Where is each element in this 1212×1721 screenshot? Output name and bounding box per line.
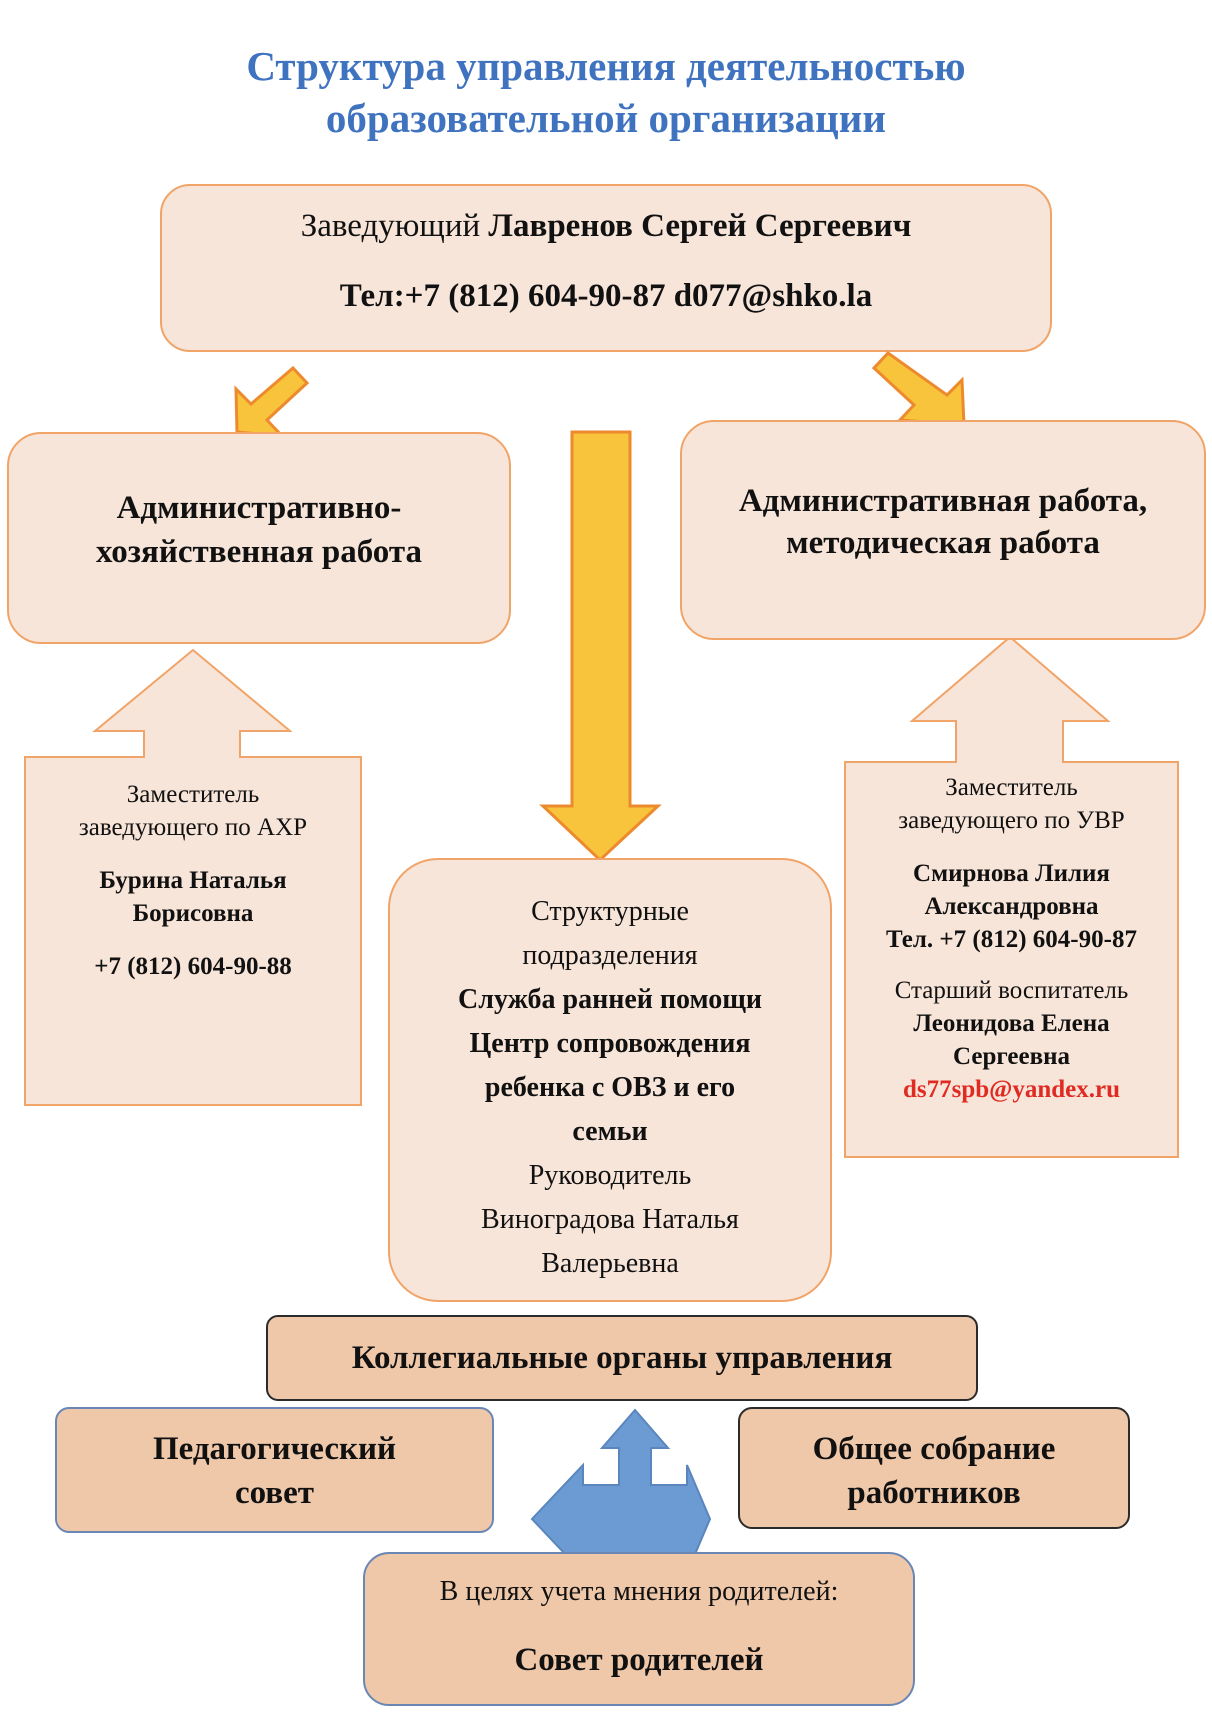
title-line-1: Структура управления деятельностью [246, 43, 966, 89]
senior-educator-email: ds77spb@yandex.ru [902, 1076, 1121, 1103]
structural-bold-2: Центр сопровождения [469, 1028, 751, 1059]
admin-household-line-1: Административно- [116, 490, 402, 526]
deputy-uvr-name-2: Александровна [924, 893, 1099, 920]
structural-bold-1: Служба ранней помощи [458, 984, 762, 1015]
arrow-down-icon [539, 430, 662, 863]
ped-council-line-1: Педагогический [152, 1431, 397, 1467]
deputy-ahr-name-1: Бурина Наталья [99, 867, 287, 894]
head-box: Заведующий Лавренов Сергей Сергеевич Тел… [160, 184, 1052, 352]
head-name: Лавренов Сергей Сергеевич [488, 208, 912, 244]
senior-educator-name-1: Леонидова Елена [913, 1010, 1110, 1037]
deputy-ahr-name-2: Борисовна [132, 900, 254, 927]
deputy-uvr-role-1: Заместитель [945, 774, 1078, 801]
head-role: Заведующий [300, 208, 481, 244]
general-meeting-line-1: Общее собрание [812, 1431, 1056, 1467]
admin-method-box: Административная работа, методическая ра… [680, 420, 1206, 640]
deputy-uvr-text: Заместитель заведующего по УВР Смирнова … [845, 771, 1178, 1106]
arrow-down-right-icon [871, 351, 966, 427]
deputy-ahr-role-2: заведующего по АХР [78, 814, 308, 841]
deputy-ahr-phone: +7 (812) 604-90-88 [94, 953, 292, 980]
parents-council-label: Совет родителей [514, 1642, 764, 1678]
structural-line-1: Структурные [531, 896, 689, 927]
senior-educator-name-2: Сергеевна [953, 1043, 1070, 1070]
ped-council-line-2: совет [234, 1475, 314, 1511]
structural-bold-3: ребенка с ОВЗ и его [484, 1072, 736, 1103]
deputy-uvr-name-1: Смирнова Лилия [913, 860, 1110, 887]
structural-line-2: подразделения [522, 940, 698, 971]
arrow-four-way-icon [530, 1408, 712, 1576]
admin-household-line-2: хозяйственная работа [96, 534, 422, 570]
ped-council-box: Педагогический совет [55, 1407, 494, 1533]
general-meeting-line-2: работников [847, 1475, 1021, 1511]
deputy-uvr-phone: Тел. +7 (812) 604-90-87 [886, 926, 1137, 953]
deputy-uvr-role-2: заведующего по УВР [898, 807, 1125, 834]
arrow-down-left-icon [234, 365, 310, 438]
structural-head-1: Руководитель [528, 1160, 692, 1191]
callout-ahr-shape [24, 648, 362, 1106]
collegial-box: Коллегиальные органы управления [266, 1315, 978, 1401]
parents-council-box: В целях учета мнения родителей: Совет ро… [363, 1552, 915, 1706]
admin-method-line-1: Административная работа, [738, 483, 1148, 519]
admin-household-box: Административно- хозяйственная работа [7, 432, 511, 644]
title-line-2: образовательной организации [325, 95, 887, 141]
callout-uvr-shape [844, 635, 1179, 1158]
head-contacts: Тел:+7 (812) 604-90-87 d077@shko.la [339, 278, 873, 314]
structural-bold-4: семьи [572, 1116, 648, 1147]
deputy-ahr-text: Заместитель заведующего по АХР Бурина На… [25, 778, 361, 983]
senior-educator-role: Старший воспитатель [894, 977, 1129, 1004]
parents-intro: В целях учета мнения родителей: [439, 1576, 839, 1607]
page-title: Структура управления деятельностью образ… [0, 40, 1212, 144]
structural-units-box: Структурные подразделения Служба ранней … [388, 858, 832, 1302]
general-meeting-box: Общее собрание работников [738, 1407, 1130, 1529]
structural-head-3: Валерьевна [541, 1248, 679, 1279]
deputy-ahr-role-1: Заместитель [126, 781, 260, 808]
admin-method-line-2: методическая работа [786, 525, 1100, 561]
structural-head-2: Виноградова Наталья [481, 1204, 739, 1235]
